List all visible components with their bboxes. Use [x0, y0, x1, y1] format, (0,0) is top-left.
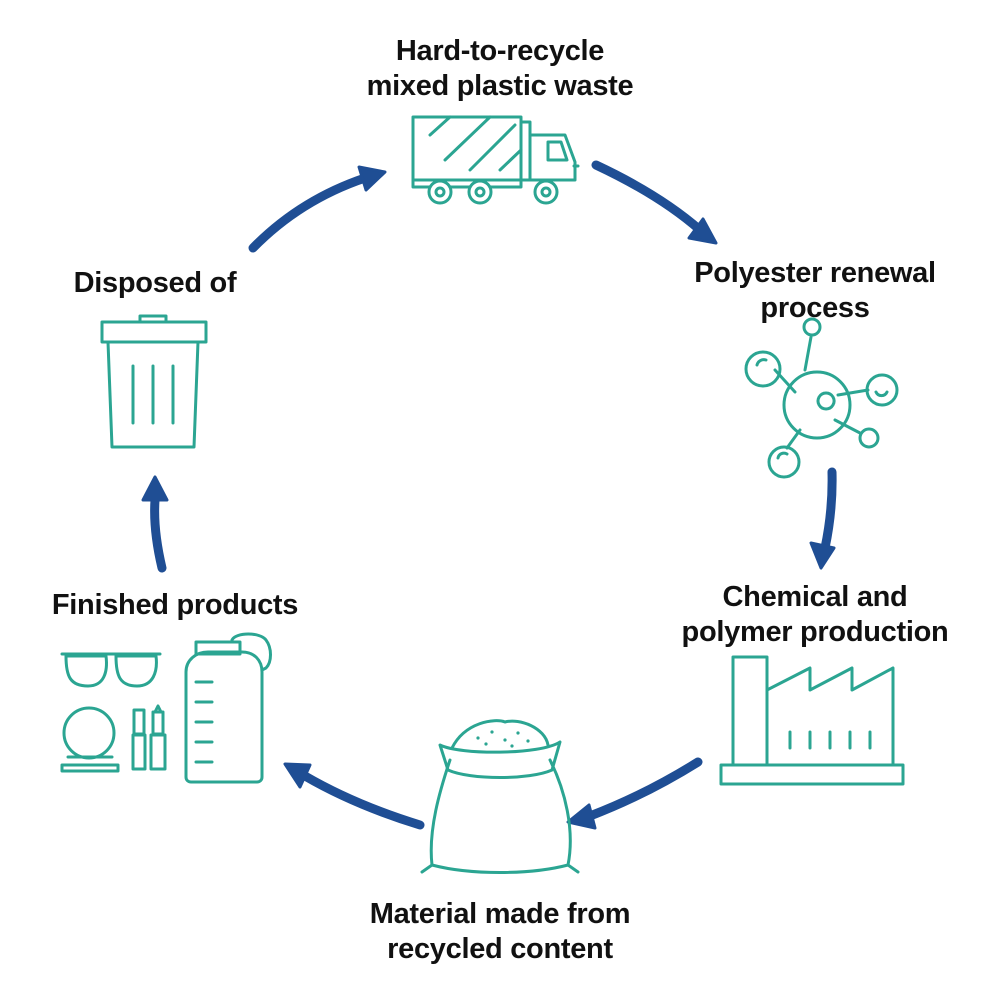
label-waste: Hard-to-recycle mixed plastic waste [290, 34, 710, 104]
sack-icon [422, 721, 578, 873]
cycle-arrows [141, 160, 837, 830]
label-material-line-1: Material made from [369, 898, 631, 930]
arrow-material-to-products [283, 762, 425, 830]
arrow-disposed-to-waste [248, 165, 387, 253]
compact-mirror-icon [62, 708, 118, 771]
label-disposed: Disposed of [45, 266, 265, 301]
label-renewal: Polyester renewal process [640, 256, 990, 326]
arrow-renewal-to-production [809, 467, 837, 570]
label-material: Material made from recycled content [290, 897, 710, 967]
label-waste-line-1: Hard-to-recycle [395, 35, 605, 67]
arrow-products-to-disposed [141, 475, 169, 573]
label-products: Finished products [20, 588, 330, 623]
cosmetic-tube-icon [133, 706, 165, 769]
label-production-line-2: polymer production [681, 616, 949, 648]
label-products-line-1: Finished products [51, 589, 299, 621]
trash-can-icon [102, 316, 206, 447]
bottle-icon [186, 634, 271, 782]
arrow-waste-to-renewal [591, 160, 718, 245]
molecule-icon [746, 319, 897, 477]
factory-icon [721, 657, 903, 784]
label-waste-line-2: mixed plastic waste [366, 70, 634, 102]
label-disposed-line-1: Disposed of [73, 267, 237, 299]
label-production: Chemical and polymer production [650, 580, 980, 650]
arrow-production-to-material [566, 757, 703, 830]
label-renewal-line-1: Polyester renewal [694, 257, 936, 289]
products-icon [62, 634, 271, 782]
glasses-icon [62, 654, 160, 686]
label-production-line-1: Chemical and [722, 581, 908, 613]
label-material-line-2: recycled content [387, 933, 613, 965]
garbage-truck-icon [413, 117, 578, 203]
